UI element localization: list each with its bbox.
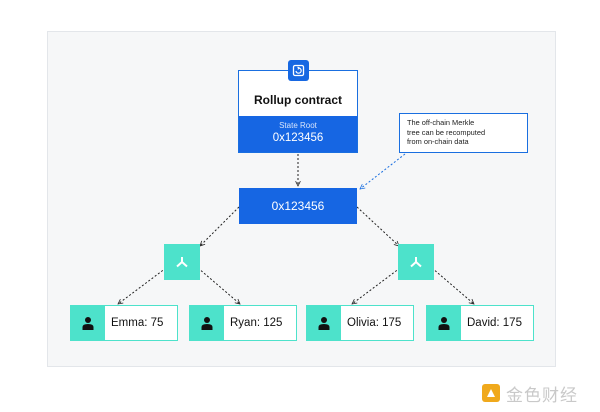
state-root-panel: State Root 0x123456 [239,116,357,152]
user-icon [71,306,105,340]
callout-line: from on-chain data [407,137,469,146]
merge-branch-icon [410,257,422,268]
edge-left-branch-to-emma [118,267,167,304]
user-icon [307,306,341,340]
watermark-logo-icon [482,384,500,402]
edge-callout-to-root [360,153,406,189]
callout-note: The off-chain Merkle tree can be recompu… [399,113,528,153]
edge-right-branch-to-olivia [352,267,401,304]
leaf-node-ryan: Ryan: 125 [189,305,297,341]
leaf-node-emma: Emma: 75 [70,305,178,341]
user-icon [190,306,224,340]
leaf-label: Ryan: 125 [230,317,283,329]
edge-root-to-right-branch [356,206,399,246]
leaf-label: David: 175 [467,317,522,329]
edge-left-branch-to-ryan [197,267,240,304]
state-root-value: 0x123456 [272,132,324,144]
branch-node-right [398,244,434,280]
leaf-node-david: David: 175 [426,305,534,341]
watermark: 金色财经 [482,381,578,405]
sync-box-icon [288,60,309,81]
merkle-root-node: 0x123456 [239,188,357,224]
callout-line: tree can be recomputed [407,127,486,137]
callout-line: The off-chain Merkle [407,118,475,127]
leaf-label: Olivia: 175 [347,317,402,329]
merge-branch-icon [176,257,188,268]
edge-right-branch-to-david [431,267,474,304]
rollup-contract-box: Rollup contract State Root 0x123456 [238,60,358,153]
leaf-node-olivia: Olivia: 175 [306,305,414,341]
state-root-label: State Root [279,121,317,130]
watermark-text: 金色财经 [506,385,578,405]
leaf-label: Emma: 75 [111,317,164,329]
rollup-contract-title: Rollup contract [253,93,342,107]
edge-root-to-left-branch [200,206,240,246]
user-icon [427,306,461,340]
merkle-root-value: 0x123456 [271,199,325,213]
branch-node-left [164,244,200,280]
